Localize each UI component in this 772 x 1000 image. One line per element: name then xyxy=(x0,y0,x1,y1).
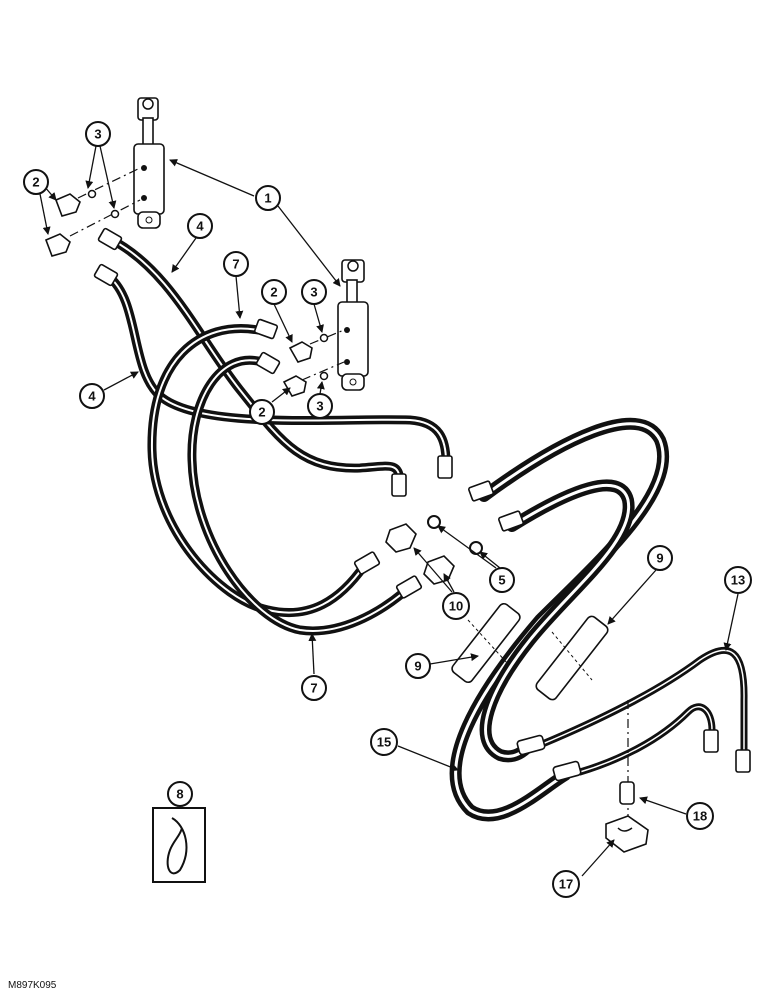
hydraulic-cylinder-lower xyxy=(337,259,369,391)
callout-4-lower: 4 xyxy=(79,383,105,409)
svg-text:9: 9 xyxy=(414,659,421,674)
callout-9-left: 9 xyxy=(405,653,431,679)
svg-text:7: 7 xyxy=(232,257,239,272)
callout-1: 1 xyxy=(255,185,281,211)
callout-5: 5 xyxy=(489,567,515,593)
svg-text:4: 4 xyxy=(196,219,204,234)
svg-text:2: 2 xyxy=(270,285,277,300)
callout-13: 13 xyxy=(724,566,752,594)
svg-text:10: 10 xyxy=(449,599,463,614)
svg-text:3: 3 xyxy=(316,399,323,414)
svg-text:8: 8 xyxy=(176,787,183,802)
svg-text:7: 7 xyxy=(310,681,317,696)
spacer-bushing xyxy=(619,781,635,805)
callout-9-right: 9 xyxy=(647,545,673,571)
svg-text:17: 17 xyxy=(559,877,573,892)
callout-4-upper: 4 xyxy=(187,213,213,239)
seal-nuts xyxy=(427,515,483,555)
svg-text:13: 13 xyxy=(731,573,745,588)
svg-text:15: 15 xyxy=(377,735,391,750)
hydraulic-cylinder-upper xyxy=(133,97,165,229)
svg-text:5: 5 xyxy=(498,573,505,588)
svg-text:18: 18 xyxy=(693,809,707,824)
callout-10: 10 xyxy=(442,592,470,620)
svg-text:2: 2 xyxy=(32,175,39,190)
callout-2-middle-upper: 2 xyxy=(261,279,287,305)
callout-7-lower: 7 xyxy=(301,675,327,701)
callout-3-top-left: 3 xyxy=(85,121,111,147)
callout-8: 8 xyxy=(167,781,193,807)
callout-3-middle-upper: 3 xyxy=(301,279,327,305)
svg-text:1: 1 xyxy=(264,191,271,206)
svg-text:4: 4 xyxy=(88,389,96,404)
callout-2-top-left: 2 xyxy=(23,169,49,195)
callout-18: 18 xyxy=(686,802,714,830)
clip-inset-box xyxy=(152,807,206,883)
figure-code: M897K095 xyxy=(8,980,57,991)
callout-3-middle-lower: 3 xyxy=(307,393,333,419)
callout-17: 17 xyxy=(552,870,580,898)
leader-lines xyxy=(39,145,739,877)
hose-end-fittings xyxy=(93,227,751,782)
o-ring-parts xyxy=(87,189,329,381)
clamp-block xyxy=(605,815,649,853)
elbow-fittings xyxy=(44,193,313,397)
svg-text:3: 3 xyxy=(310,285,317,300)
callout-7-upper: 7 xyxy=(223,251,249,277)
callout-2-middle-lower: 2 xyxy=(249,399,275,425)
hoses xyxy=(103,235,748,822)
callout-15: 15 xyxy=(370,728,398,756)
svg-text:2: 2 xyxy=(258,405,265,420)
svg-text:3: 3 xyxy=(94,127,101,142)
svg-text:9: 9 xyxy=(656,551,663,566)
protective-sleeves xyxy=(451,602,609,701)
